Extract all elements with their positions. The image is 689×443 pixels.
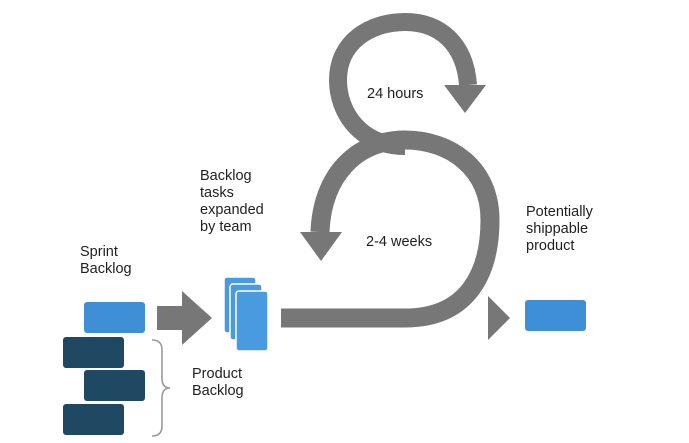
backlog-tasks-label: Backlog tasks expanded by team xyxy=(200,168,264,235)
sprint-backlog-label: Sprint Backlog xyxy=(80,244,132,277)
daily-cycle-label: 24 hours xyxy=(367,86,424,102)
product-backlog-item-2 xyxy=(84,370,145,401)
task-card-3 xyxy=(235,290,269,352)
product-backlog-bracket xyxy=(151,339,171,437)
sprint-backlog-item xyxy=(84,302,145,333)
sprint-cycle-label: 2-4 weeks xyxy=(366,234,433,250)
sprint-cycle-arrowhead xyxy=(300,232,342,261)
sprint-to-tasks-arrow xyxy=(157,291,212,345)
sprint-cycle-loop xyxy=(281,130,500,328)
product-backlog-stack xyxy=(63,337,145,435)
product-backlog-item-3 xyxy=(63,404,124,435)
daily-cycle-arrowhead xyxy=(444,85,486,113)
daily-cycle-loop xyxy=(328,12,477,155)
product-backlog-item-1 xyxy=(63,337,124,368)
to-product-arrowhead xyxy=(488,296,510,340)
shippable-product-label: Potentially shippable product xyxy=(526,204,593,254)
shippable-product-item xyxy=(525,300,586,331)
task-cards-stack xyxy=(223,276,269,352)
product-backlog-label: Product Backlog xyxy=(192,366,244,399)
